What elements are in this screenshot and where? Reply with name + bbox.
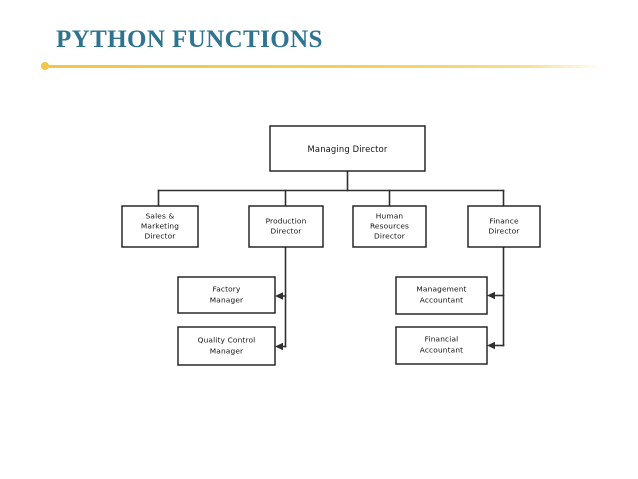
node-label-quality-control-line-1: Quality Control <box>198 336 256 345</box>
title-underline-rule <box>48 65 606 68</box>
node-box-managing-director[interactable] <box>269 125 426 172</box>
node-label-financial-accountant-line-1: Financial <box>425 335 459 344</box>
node-label-human-resources-line-1: Human <box>376 212 404 221</box>
node-label-production-line-2: Director <box>271 227 303 236</box>
node-label-human-resources-line-2: Resources <box>370 222 409 231</box>
node-label-sales-marketing-line-3: Director <box>145 232 177 241</box>
node-label-financial-accountant-line-2: Accountant <box>420 346 463 355</box>
node-label-managing-director: Managing Director <box>308 144 388 154</box>
node-box-factory-manager[interactable] <box>177 276 276 314</box>
node-label-management-accountant-line-1: Management <box>416 285 466 294</box>
node-label-finance-line-1: Finance <box>489 217 519 226</box>
node-label-sales-marketing-line-1: Sales & <box>146 212 175 221</box>
node-quality-control-manager[interactable]: Quality Control Manager <box>177 326 276 366</box>
node-factory-manager[interactable]: Factory Manager <box>177 276 276 314</box>
node-financial-accountant[interactable]: Financial Accountant <box>395 326 488 365</box>
node-box-management-accountant[interactable] <box>395 276 488 315</box>
node-box-sales-marketing-director[interactable] <box>121 205 199 248</box>
node-label-management-accountant-line-2: Accountant <box>420 296 463 305</box>
connector-layer <box>157 170 505 351</box>
node-box-quality-control-manager[interactable] <box>177 326 276 366</box>
node-box-finance-director[interactable] <box>467 205 541 248</box>
node-box-human-resources-director[interactable] <box>352 205 427 248</box>
node-production-director[interactable]: Production Director <box>248 205 324 248</box>
node-box-production-director[interactable] <box>248 205 324 248</box>
node-human-resources-director[interactable]: Human Resources Director <box>352 205 427 248</box>
node-management-accountant[interactable]: Management Accountant <box>395 276 488 315</box>
node-managing-director[interactable]: Managing Director <box>269 125 426 172</box>
page-title: PYTHON FUNCTIONS <box>56 26 323 53</box>
node-box-financial-accountant[interactable] <box>395 326 488 365</box>
arrow-head-factory-manager <box>275 292 283 300</box>
node-label-finance-line-2: Director <box>489 227 521 236</box>
arrow-head-quality-control <box>275 342 283 351</box>
arrow-head-financial-accountant <box>487 341 495 350</box>
node-label-production-line-1: Production <box>266 217 307 226</box>
node-sales-marketing-director[interactable]: Sales & Marketing Director <box>121 205 199 248</box>
node-label-sales-marketing-line-2: Marketing <box>141 222 179 231</box>
node-label-factory-manager-line-1: Factory <box>212 285 241 294</box>
node-label-human-resources-line-3: Director <box>374 232 406 241</box>
arrow-head-management-accountant <box>487 291 495 300</box>
node-label-factory-manager-line-2: Manager <box>210 296 244 305</box>
node-label-quality-control-line-2: Manager <box>210 347 244 356</box>
title-rule-dot <box>41 62 49 70</box>
node-finance-director[interactable]: Finance Director <box>467 205 541 248</box>
